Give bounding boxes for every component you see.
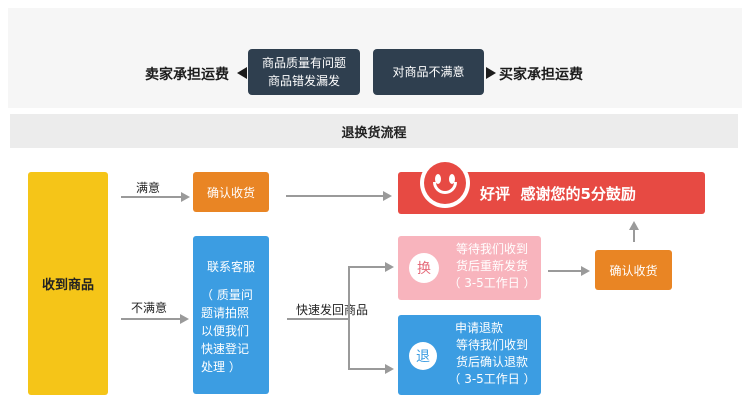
- arrow-right-icon: [486, 67, 496, 79]
- seller-fault-line: 商品错发漏发: [267, 74, 340, 88]
- refund-line: 等待我们收到: [455, 338, 528, 352]
- refund-line: （ 3-5工作日 ）: [448, 372, 536, 386]
- good-review-bar: 好评 感谢您的5分鼓励: [398, 158, 705, 214]
- send-back-connector: [287, 318, 349, 320]
- contact-service-line: 快速登记: [201, 342, 250, 356]
- buyer-dissatisfied-text: 对商品不满意: [392, 65, 465, 79]
- good-review-text: 好评 感谢您的5分鼓励: [480, 185, 636, 203]
- refund-connector: [348, 368, 386, 370]
- refund-line: 申请退款: [455, 321, 504, 335]
- branch-connector: [348, 266, 350, 370]
- seller-fault-box: 商品质量有问题 商品错发漏发: [248, 49, 360, 95]
- refund-box: 退 申请退款 等待我们收到 货后确认退款 （ 3-5工作日 ）: [398, 315, 541, 395]
- contact-service-line: 以便我们: [201, 324, 250, 338]
- contact-service-line: 处理 ）: [201, 360, 241, 374]
- contact-service-title: 联系客服: [206, 260, 255, 274]
- arrow-right-icon: [385, 364, 394, 374]
- arrow-right-icon: [581, 266, 590, 276]
- satisfied-label: 满意: [136, 181, 161, 195]
- exchange-connector: [348, 266, 386, 268]
- confirm-receipt-box: 确认收货: [193, 172, 269, 212]
- seller-pays-shipping-label: 卖家承担运费: [145, 67, 229, 83]
- review-connector: [286, 195, 384, 197]
- arrow-right-icon: [385, 262, 394, 272]
- contact-service-box: 联系客服 （ 质量问 题请拍照 以便我们 快速登记 处理 ）: [193, 236, 269, 394]
- arrow-right-icon: [180, 314, 189, 324]
- buyer-dissatisfied-box: 对商品不满意: [373, 49, 484, 95]
- received-goods-box: 收到商品: [28, 172, 108, 395]
- smiley-icon: [420, 158, 470, 208]
- exchange-line: 等待我们收到: [455, 242, 528, 256]
- exchange-char: 换: [409, 253, 439, 283]
- arrow-right-icon: [383, 191, 392, 201]
- unsatisfied-label: 不满意: [131, 301, 168, 315]
- exchange-line: （ 3-5工作日 ）: [448, 276, 536, 290]
- arrow-right-icon: [181, 192, 190, 202]
- seller-fault-line: 商品质量有问题: [261, 56, 346, 70]
- arrow-up-icon: [629, 221, 639, 230]
- arrow-left-icon: [237, 67, 247, 79]
- flow-title: 退换货流程: [10, 114, 738, 148]
- buyer-pays-shipping-label: 买家承担运费: [499, 67, 583, 83]
- contact-service-line: 题请拍照: [201, 306, 250, 320]
- exchange-box: 换 等待我们收到 货后重新发货 （ 3-5工作日 ）: [398, 236, 541, 300]
- refund-line: 货后确认退款: [455, 355, 528, 369]
- refund-char: 退: [409, 342, 437, 370]
- confirm-receipt-box-2: 确认收货: [595, 250, 672, 290]
- send-back-label: 快速发回商品: [296, 303, 369, 317]
- contact-service-line: （ 质量问: [201, 288, 253, 302]
- unsatisfied-connector: [121, 318, 181, 320]
- up-connector: [633, 230, 635, 242]
- exchange-confirm-connector: [548, 270, 582, 272]
- satisfied-connector: [121, 196, 183, 198]
- exchange-line: 货后重新发货: [455, 259, 528, 273]
